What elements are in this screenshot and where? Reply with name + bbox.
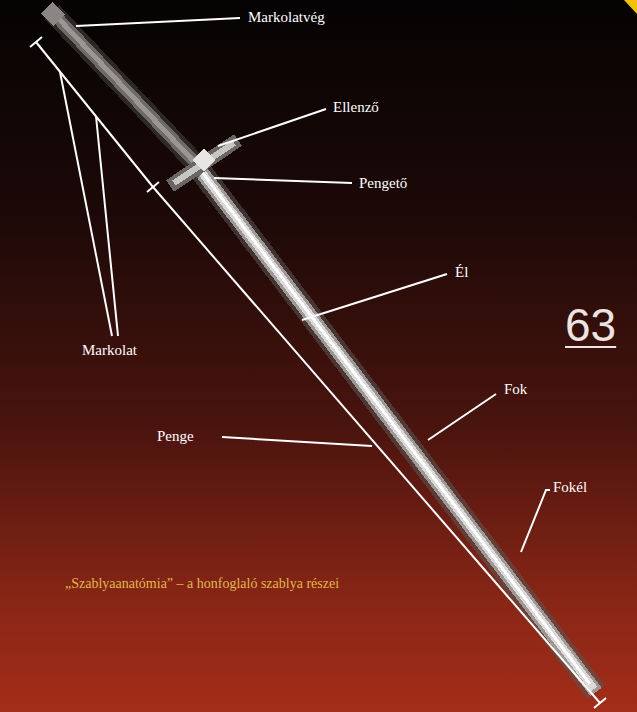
part-label: Ellenző: [333, 98, 379, 116]
leader-lines: [60, 18, 550, 552]
label-slot: „Szablyaanatómia” – a honfoglaló szablya…: [65, 574, 339, 593]
label-slot: Él: [455, 263, 468, 281]
part-label: Markolatvég: [248, 8, 325, 26]
part-label: Markolat: [82, 341, 137, 359]
part-label: Él: [455, 263, 468, 281]
label-slot: Pengető: [359, 174, 407, 192]
part-label: Fok: [504, 380, 527, 398]
corner-mark: [624, 0, 637, 14]
part-label: Penge: [157, 427, 194, 445]
label-slot: Ellenző: [333, 98, 379, 116]
label-slot: 63: [565, 300, 616, 351]
caption: „Szablyaanatómia” – a honfoglaló szablya…: [65, 576, 339, 593]
label-slot: Markolat: [82, 341, 137, 359]
label-slot: Fokél: [553, 478, 587, 496]
label-slot: Fok: [504, 380, 527, 398]
sword: [41, 2, 596, 692]
part-label: Pengető: [359, 174, 407, 192]
dimension-lines: [30, 37, 606, 708]
part-label: Fokél: [553, 478, 587, 496]
label-slot: Penge: [157, 427, 194, 445]
page-number: 63: [565, 300, 616, 351]
label-slot: Markolatvég: [248, 8, 325, 26]
